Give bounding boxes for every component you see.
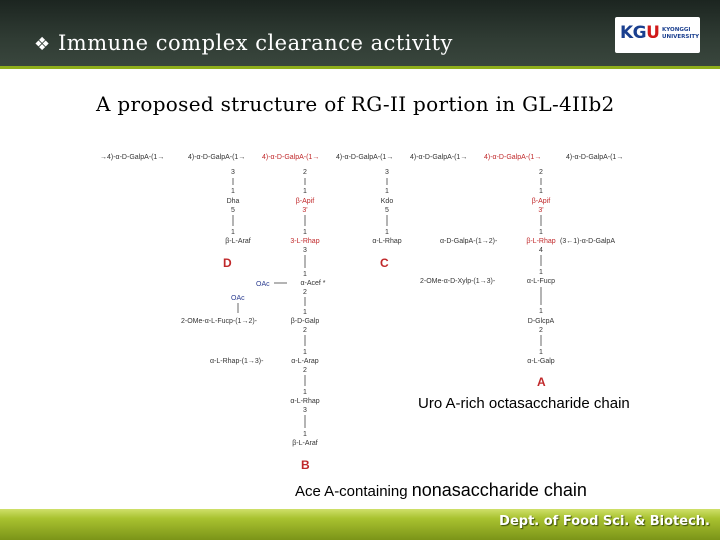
chain-c-label: C xyxy=(380,256,389,270)
oac-2: OAc xyxy=(231,295,245,302)
backbone-unit-7: 4)-α-D-GalpA-(1→ xyxy=(566,154,623,161)
center-acef: α-Acef * xyxy=(300,280,325,287)
center-num-5: 3 xyxy=(303,247,307,254)
header-accent-line xyxy=(0,66,720,69)
chain-d-num-1: 3 xyxy=(231,169,235,176)
slide-subtitle: A proposed structure of RG-II portion in… xyxy=(96,92,615,116)
chain-a-num-4: 1 xyxy=(539,229,543,236)
chain-a-num-9: 1 xyxy=(539,349,543,356)
backbone-unit-2: 4)-α-D-GalpA-(1→ xyxy=(188,154,245,161)
backbone-unit-3: 4)-α-D-GalpA-(1→ xyxy=(262,154,319,161)
chain-a-fucp: α-L-Fucp xyxy=(527,278,555,285)
chain-d-num-3: 5 xyxy=(231,207,235,214)
chain-d-label: D xyxy=(223,256,232,270)
center-num-11: 2 xyxy=(303,367,307,374)
center-araf: β-L-Araf xyxy=(292,440,317,447)
caption-chain-a: Uro A-rich octasaccharide chain xyxy=(418,395,630,412)
side-a-left: α-D-GalpA-(1→2)- xyxy=(440,238,498,245)
chain-a-label: A xyxy=(537,375,546,389)
center-galp: β-D-Galp xyxy=(291,318,320,325)
footer-bar xyxy=(0,509,720,540)
backbone-unit-6: 4)-α-D-GalpA-(1→ xyxy=(484,154,541,161)
chain-a-num-7: 1 xyxy=(539,308,543,315)
chain-c-kdo: Kdo xyxy=(381,198,394,205)
center-num-10: 1 xyxy=(303,349,307,356)
center-num-1: 2 xyxy=(303,169,307,176)
logo-mark: KGU xyxy=(620,23,660,43)
side-a-right: (3←1)-α-D-GalpA xyxy=(560,238,615,245)
oac-1: OAc xyxy=(256,281,270,288)
chain-a-num-3: 3' xyxy=(538,207,543,214)
center-num-8: 1 xyxy=(303,309,307,316)
backbone-unit-5: 4)-α-D-GalpA-(1→ xyxy=(410,154,467,161)
chain-a-rhap: β-L-Rhap xyxy=(526,238,555,245)
center-rhap-2: α-L-Rhap xyxy=(290,398,319,405)
center-num-7: 2 xyxy=(303,289,307,296)
diamond-bullet-icon: ❖ xyxy=(34,34,51,55)
side-a-xyl: 2-OMe-α-D-Xylp-(1→3)- xyxy=(420,278,496,285)
center-rhap: 3-L-Rhap xyxy=(290,238,319,245)
slide-title: Immune complex clearance activity xyxy=(58,31,453,55)
chain-a-num-8: 2 xyxy=(539,327,543,334)
header-bar xyxy=(0,0,720,68)
chain-c-num-2: 1 xyxy=(385,188,389,195)
chain-a-num-6: 1 xyxy=(539,269,543,276)
chain-d-num-2: 1 xyxy=(231,188,235,195)
caption-chain-b: Ace A-containing nonasaccharide chain xyxy=(295,480,587,500)
chain-a-galp: α-L-Galp xyxy=(527,358,554,365)
chain-b-label: B xyxy=(301,458,310,472)
chain-c-rhap: α-L-Rhap xyxy=(372,238,401,245)
center-num-2: 1 xyxy=(303,188,307,195)
chain-a-num-2: 1 xyxy=(539,188,543,195)
rha-branch: α-L-Rhap-(1→3)- xyxy=(210,358,264,365)
chain-d-dha: Dha xyxy=(227,198,240,205)
chain-c-num-3: 5 xyxy=(385,207,389,214)
chain-a-num-1: 2 xyxy=(539,169,543,176)
chain-a-num-5: 4 xyxy=(539,247,543,254)
chain-c-num-4: 1 xyxy=(385,229,389,236)
center-apif: β-Apif xyxy=(296,198,314,205)
chain-c-num-1: 3 xyxy=(385,169,389,176)
fuc-branch: 2-OMe-α-L-Fucp-(1→2)- xyxy=(181,318,258,325)
center-num-12: 1 xyxy=(303,389,307,396)
footer-department: Dept. of Food Sci. & Biotech. xyxy=(499,514,710,529)
center-num-6: 1 xyxy=(303,271,307,278)
center-num-4: 1 xyxy=(303,229,307,236)
chain-d-num-4: 1 xyxy=(231,229,235,236)
center-num-9: 2 xyxy=(303,327,307,334)
backbone-unit-1: →4)-α-D-GalpA-(1→ xyxy=(100,154,164,161)
center-num-13: 3 xyxy=(303,407,307,414)
chain-d-araf: β-L-Araf xyxy=(225,238,250,245)
chain-a-apif: β-Apif xyxy=(532,198,550,205)
backbone-unit-4: 4)-α-D-GalpA-(1→ xyxy=(336,154,393,161)
center-arap: α-L-Arap xyxy=(291,358,318,365)
center-num-3: 3' xyxy=(302,207,307,214)
center-num-14: 1 xyxy=(303,431,307,438)
chain-a-glcpa: D-GlcpA xyxy=(528,318,555,325)
